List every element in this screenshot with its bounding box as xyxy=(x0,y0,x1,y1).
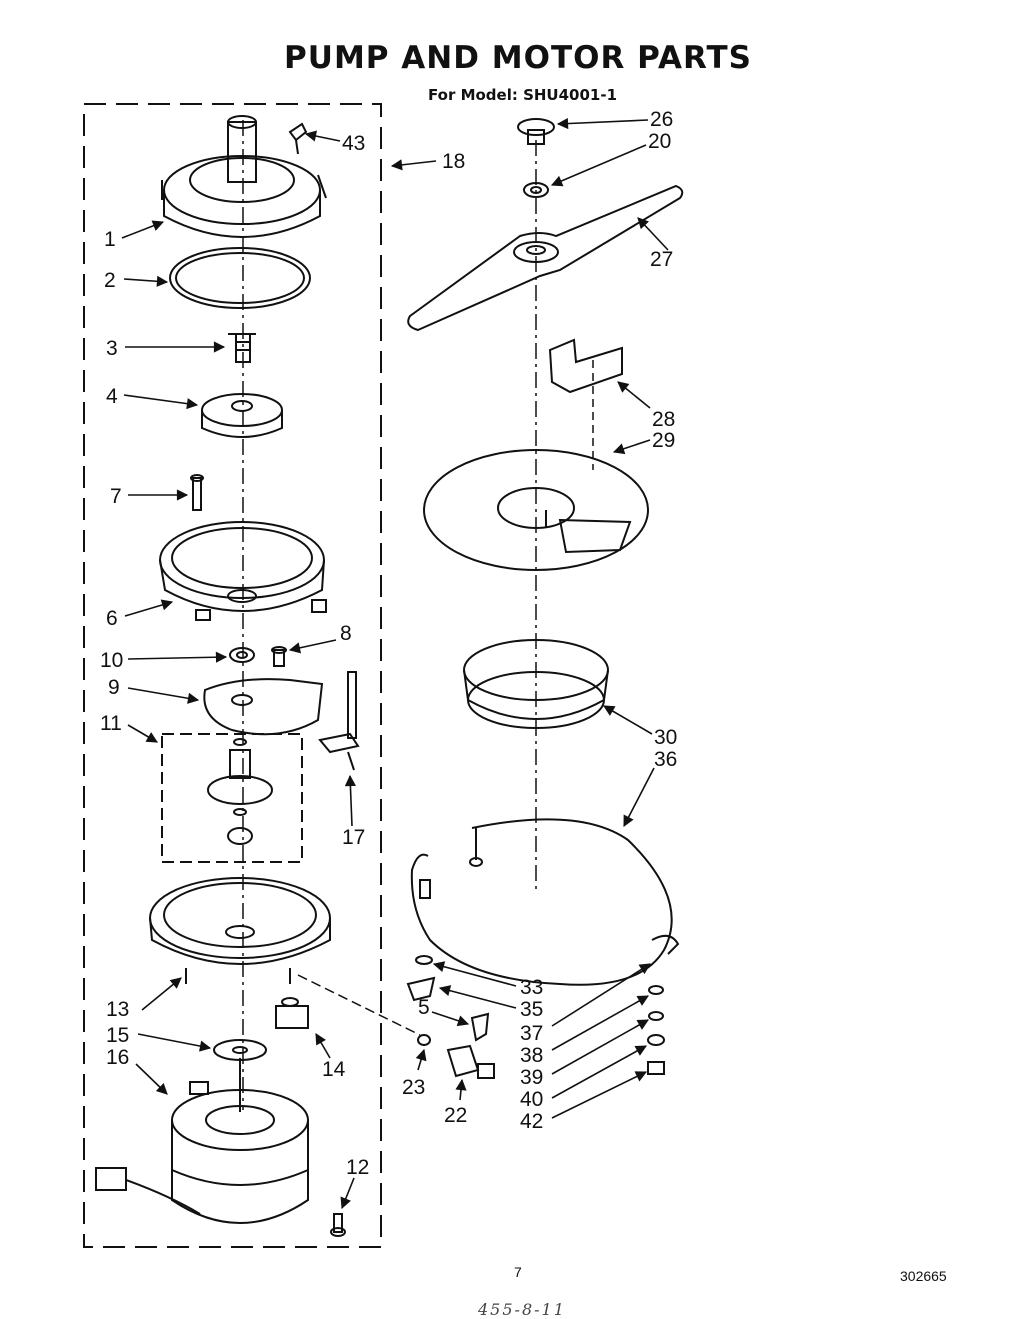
callout-4: 4 xyxy=(106,385,118,408)
part-clip-35 xyxy=(406,976,436,1002)
callout-36: 36 xyxy=(654,748,677,771)
callout-6: 6 xyxy=(106,607,118,630)
part-washer-10 xyxy=(229,647,255,663)
callout-43: 43 xyxy=(342,132,365,155)
callout-12: 12 xyxy=(346,1156,369,1179)
part-pump-housing xyxy=(161,115,327,238)
callout-33: 33 xyxy=(520,976,543,999)
chopper-assembly-box xyxy=(161,733,303,863)
pump-assembly-boundary xyxy=(83,103,382,1248)
callout-26: 26 xyxy=(650,108,673,131)
part-key-43 xyxy=(288,122,308,155)
callout-28: 28 xyxy=(652,408,675,431)
part-sensor-22 xyxy=(446,1044,495,1079)
callout-3: 3 xyxy=(106,337,118,360)
callout-2: 2 xyxy=(104,269,116,292)
part-washer-15 xyxy=(213,1039,267,1061)
callout-27: 27 xyxy=(650,248,673,271)
part-screw-3 xyxy=(228,333,256,363)
callout-1: 1 xyxy=(104,228,116,251)
part-cover-plate xyxy=(203,678,324,736)
part-sleeve-ring xyxy=(463,639,609,729)
callout-14: 14 xyxy=(322,1058,346,1081)
callout-10: 10 xyxy=(100,649,123,672)
part-washer-39 xyxy=(647,1034,665,1046)
part-pin-7 xyxy=(190,474,204,511)
part-washer-33 xyxy=(415,955,433,965)
callout-30: 30 xyxy=(654,726,677,749)
document-code: 302665 xyxy=(900,1268,947,1284)
callout-39: 39 xyxy=(520,1066,543,1089)
part-impeller xyxy=(201,393,283,438)
callout-20: 20 xyxy=(648,130,671,153)
part-screw-8 xyxy=(271,646,287,667)
part-motor xyxy=(95,1058,309,1224)
callout-42: 42 xyxy=(520,1110,543,1133)
callout-38: 38 xyxy=(520,1044,543,1067)
callout-8: 8 xyxy=(340,622,352,645)
diagram-title: PUMP AND MOTOR PARTS xyxy=(284,40,752,76)
part-washer-20 xyxy=(523,182,549,198)
part-nut-42 xyxy=(647,1061,665,1075)
part-washer-38 xyxy=(648,1011,664,1021)
part-screw-12 xyxy=(330,1213,346,1237)
part-clip-5 xyxy=(470,1012,490,1042)
callout-16: 16 xyxy=(106,1046,129,1069)
part-washer-37 xyxy=(648,985,664,995)
callout-29: 29 xyxy=(652,429,675,452)
diagram-subtitle: For Model: SHU4001-1 xyxy=(428,86,618,104)
callout-13: 13 xyxy=(106,998,129,1021)
part-element-36 xyxy=(410,818,680,986)
callout-18: 18 xyxy=(442,150,465,173)
part-strainer xyxy=(423,449,649,571)
part-pump-base xyxy=(159,521,327,621)
part-chopper xyxy=(207,738,273,845)
part-grommet-23 xyxy=(417,1034,431,1046)
callout-35: 35 xyxy=(520,998,543,1021)
callout-23: 23 xyxy=(402,1076,425,1099)
callout-17: 17 xyxy=(342,826,365,849)
callout-9: 9 xyxy=(108,676,120,699)
handwritten-note: 455-8-11 xyxy=(478,1300,566,1319)
part-cap-26 xyxy=(517,118,555,145)
callout-5: 5 xyxy=(418,996,430,1019)
part-blade-28 xyxy=(548,338,623,394)
callout-7: 7 xyxy=(110,485,122,508)
part-bracket-14 xyxy=(275,997,309,1029)
callout-15: 15 xyxy=(106,1024,129,1047)
part-shaft-17 xyxy=(318,671,360,771)
callout-37: 37 xyxy=(520,1022,543,1045)
part-seal-ring xyxy=(169,247,311,309)
callout-22: 22 xyxy=(444,1104,467,1127)
page-number: 7 xyxy=(514,1264,522,1280)
part-spray-arm xyxy=(407,184,684,332)
callout-11: 11 xyxy=(100,712,122,735)
callout-40: 40 xyxy=(520,1088,543,1111)
callout-labels: 1 2 3 4 5 6 7 8 9 10 11 12 13 14 15 16 1… xyxy=(100,108,677,1179)
part-motor-mount xyxy=(149,877,331,984)
sensor-axis xyxy=(297,974,421,1036)
